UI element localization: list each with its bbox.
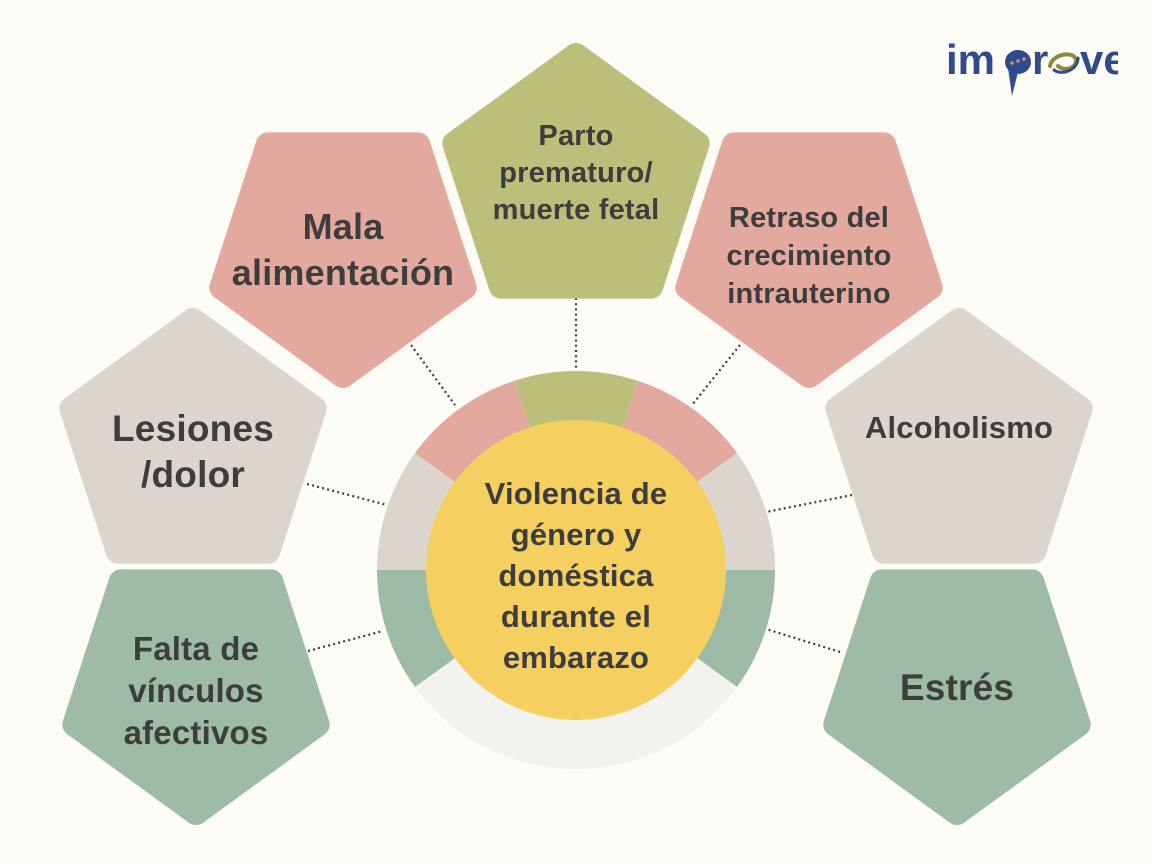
retraso-line-1: Retraso del [728,202,890,234]
center-label: Violencia de género y doméstica durante … [436,470,716,680]
pentagon-estres [823,569,1091,825]
node-parto-label: Parto prematuro/ muerte fetal [456,113,696,233]
mala-line-1: Mala [302,206,384,247]
logo-text-ve: ve [1080,36,1118,83]
node-falta-label: Falta de vínculos afectivos [76,626,316,756]
center-line-2: género y [510,516,642,552]
ring-segment-parto [514,370,638,430]
parto-line-1: Parto [538,119,614,152]
pentagon-mala [209,132,477,388]
node-retraso-label: Retraso del crecimiento intrauterino [679,196,939,316]
center-line-1: Violencia de [484,475,668,511]
node-estres-label: Estrés [837,664,1077,712]
parto-line-3: muerte fetal [492,193,660,226]
falta-line-2: vínculos [128,672,264,709]
logo-p-bubble-icon [1005,50,1031,96]
improve-logo: im r ve [946,36,1127,96]
mala-line-2: alimentación [231,252,455,293]
ring-segment-empty [415,656,737,769]
lesiones-line-2: /dolor [141,454,245,495]
ring-segment-estres [695,570,775,687]
node-alcoholismo-label: Alcoholismo [829,405,1089,451]
center-circle [426,420,726,720]
improve-logo-graphic: im r ve [946,36,1127,96]
connector-alcoholismo [765,493,853,514]
pentagon-retraso [675,132,943,388]
center-line-3: doméstica [498,557,654,593]
ring-segment-alcoholismo [695,453,775,570]
pentagon-parto [442,43,710,299]
connector-estres [765,627,841,654]
logo-text-im: im [946,36,995,83]
falta-line-1: Falta de [132,630,260,667]
outer-ring [377,370,775,769]
parto-line-2: prematuro/ [499,156,653,189]
alcoholismo-line-1: Alcoholismo [864,410,1054,445]
pentagon-falta [62,569,330,825]
node-mala-label: Mala alimentación [203,200,483,300]
logo-text-r: r [1032,36,1048,83]
center-line-4: durante el [500,598,652,634]
pentagon-lesiones [59,308,327,564]
connector-retraso [691,344,741,406]
lesiones-line-1: Lesiones [112,408,274,449]
node-lesiones-label: Lesiones /dolor [73,402,313,502]
pentagons [59,43,1093,825]
retraso-line-2: crecimiento [726,240,892,272]
ring-segment-falta [377,570,457,687]
connector-falta [307,629,384,653]
retraso-line-3: intrauterino [727,278,891,310]
ring-segment-retraso [621,380,737,484]
falta-line-3: afectivos [123,714,269,751]
connector-lines [306,298,853,654]
connector-lesiones [306,482,388,507]
ring-segment-lesiones [377,453,457,570]
center-line-5: embarazo [502,639,650,675]
pentagon-alcoholismo [825,308,1093,564]
logo-swirl-icon [1048,52,1080,74]
ring-segment-mala [415,380,531,484]
connector-mala [410,344,456,406]
estres-line-1: Estrés [899,667,1015,708]
